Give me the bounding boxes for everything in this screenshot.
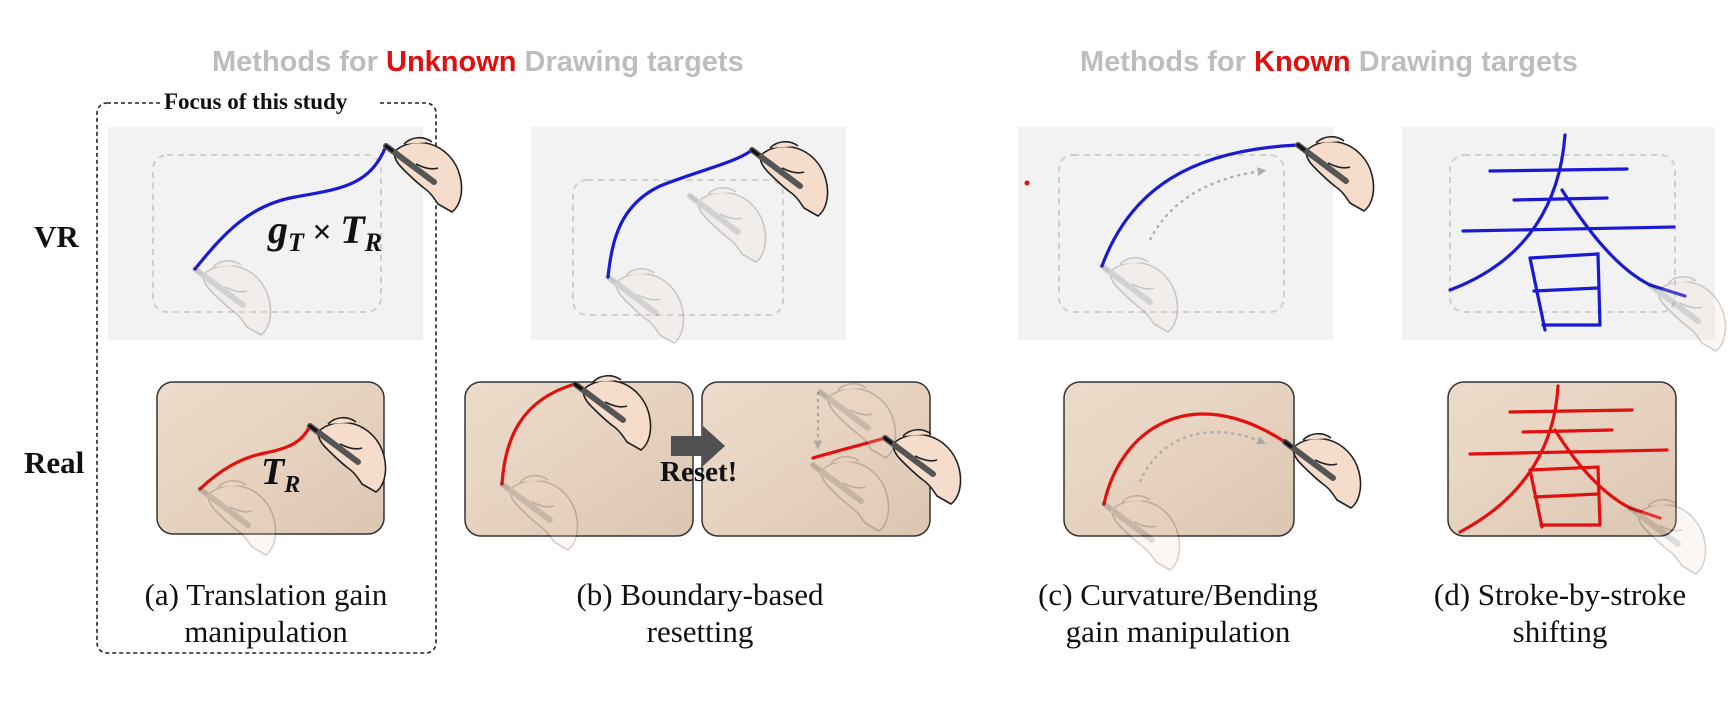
reset-arrow: Reset! [660,426,737,488]
character-real [1458,384,1669,534]
reset-label: Reset! [660,456,737,488]
caption-d-line2: shifting [1513,614,1608,649]
focus-box [96,102,437,654]
panel-a-real: TR [156,381,386,555]
focus-label: Focus of this study [164,89,348,114]
row-label-real: Real [24,445,85,480]
header-known: Methods for Known Drawing targets [1080,46,1578,78]
character-vr [1448,133,1687,332]
panel-c-vr [1018,127,1374,340]
caption-c-line1: (c) Curvature/Bending [1038,577,1318,612]
panel-b-vr [531,127,846,343]
panel-c-real [1063,381,1361,570]
row-label-vr: VR [34,219,79,254]
formula-gain: gT × TR [267,207,382,257]
caption-b-line1: (b) Boundary-based [576,577,824,612]
panel-a-vr: gT × TR [108,127,462,340]
panel-d-vr [1402,127,1726,351]
formula-real: TR [261,451,300,498]
caption-a-line1: (a) Translation gain [145,577,388,612]
panel-d-real [1447,381,1706,574]
caption-c-line2: gain manipulation [1066,614,1291,649]
caption-a-line2: manipulation [184,614,348,649]
panel-b-real-left [464,376,694,550]
header-unknown: Methods for Unknown Drawing targets [212,46,744,78]
panel-b-real-right [701,382,961,537]
caption-d-line1: (d) Stroke-by-stroke [1434,577,1686,612]
caption-b-line2: resetting [647,614,754,649]
